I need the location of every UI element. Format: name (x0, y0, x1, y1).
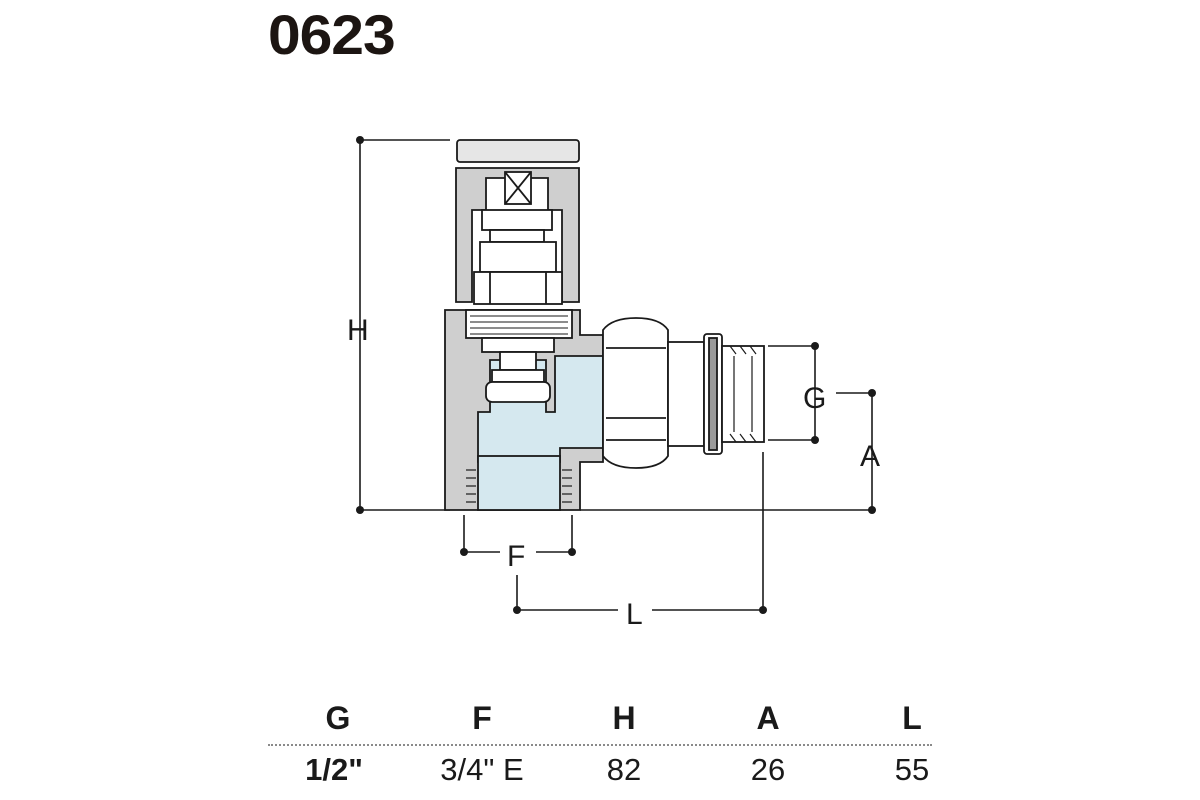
value-h: 82 (606, 752, 642, 787)
dimension-label-f: F (507, 540, 525, 573)
tail-thread (721, 345, 765, 443)
union-nut (602, 317, 669, 469)
header-a: A (756, 700, 780, 736)
header-g: G (325, 700, 351, 736)
valve-body (444, 139, 765, 511)
value-f: 3/4" E (440, 752, 524, 787)
value-g: 1/2" (305, 752, 363, 787)
spec-table: G F H A L 1/2" 3/4" E 82 26 55 (268, 700, 932, 796)
value-l: 55 (894, 752, 930, 787)
dimension-label-l: L (626, 598, 643, 631)
bonnet-housing (455, 167, 580, 303)
dimension-endpoints (356, 136, 876, 614)
header-h: H (612, 700, 636, 736)
dimension-label-h: H (347, 314, 369, 347)
table-divider (268, 744, 932, 746)
dimension-label-g: G (803, 382, 826, 415)
inlet-channel (477, 455, 561, 511)
model-title: 0623 (268, 3, 396, 66)
header-f: F (472, 700, 492, 736)
bonnet-thread (465, 309, 573, 339)
value-a: 26 (750, 752, 786, 787)
dimension-label-a: A (860, 440, 880, 473)
tailpiece-collar (667, 341, 705, 447)
spec-table-row: 1/2" 3/4" E 82 26 55 (268, 752, 932, 796)
handwheel-cap (456, 139, 580, 163)
header-l: L (902, 700, 922, 736)
spec-table-header: G F H A L (268, 700, 932, 744)
dimension-lines (359, 139, 873, 611)
